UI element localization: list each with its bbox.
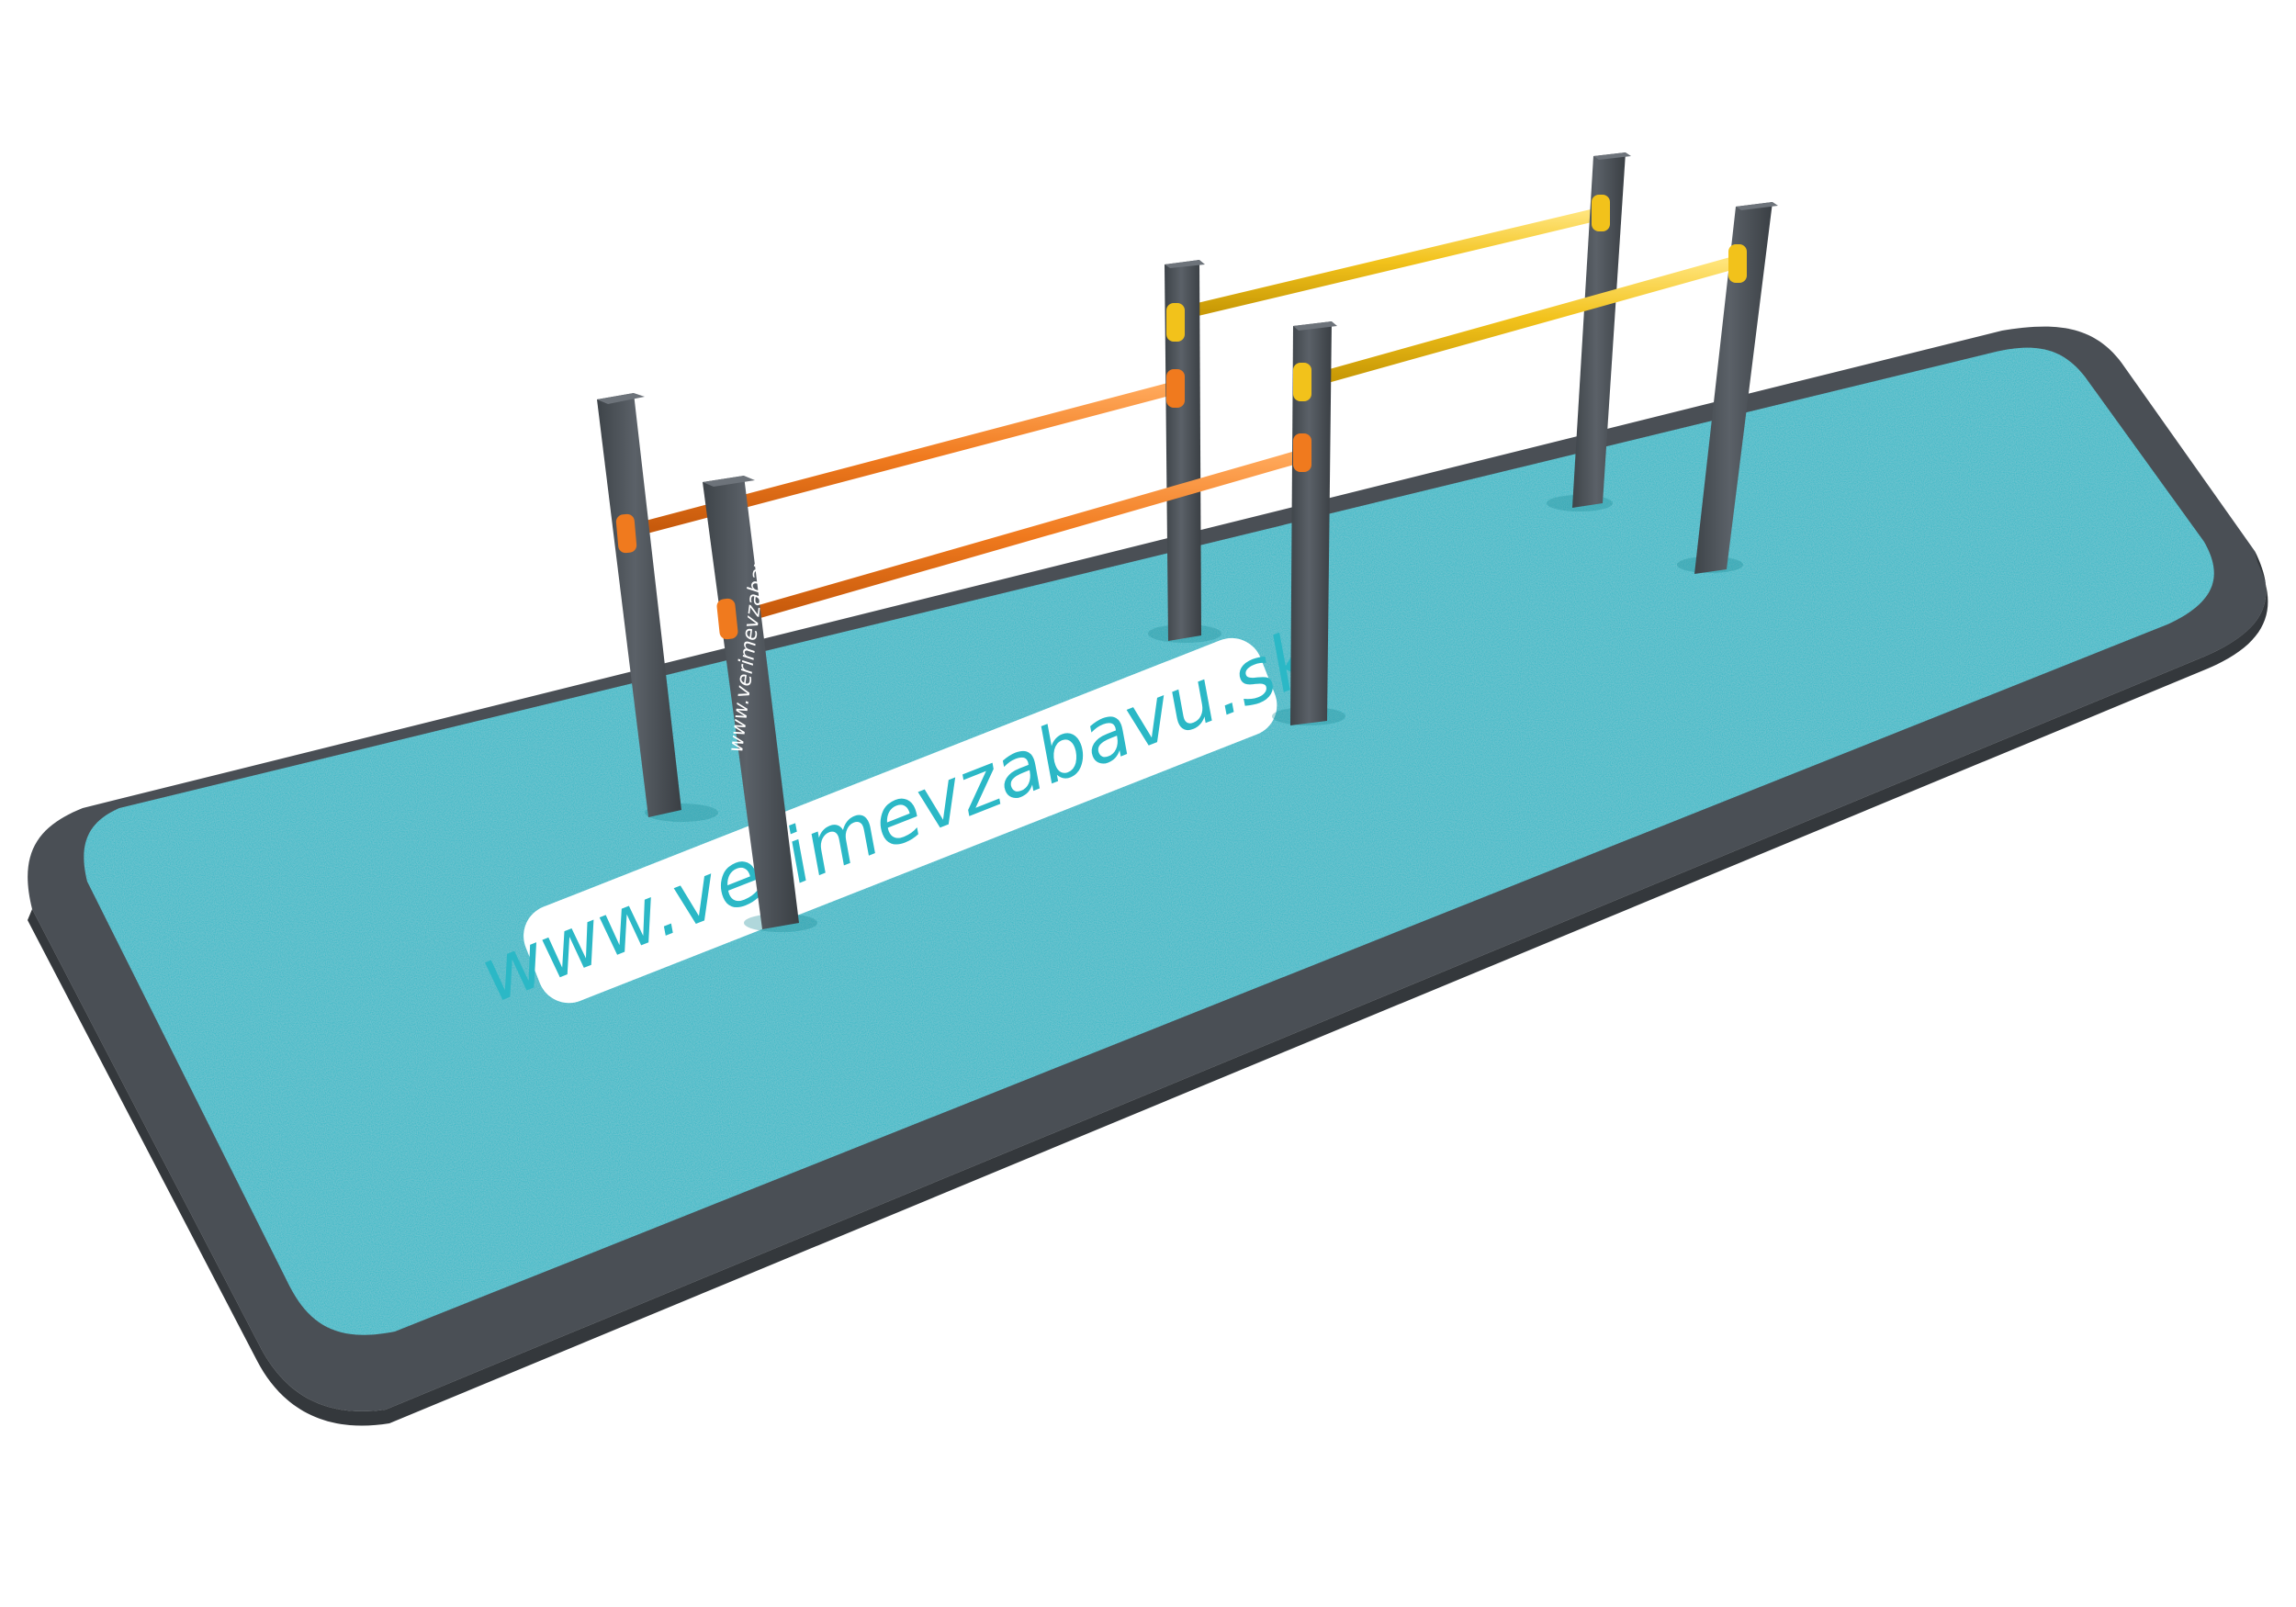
safety-surface <box>28 326 2268 1426</box>
post-rear-right <box>1572 152 1631 508</box>
post-front-mid <box>1290 321 1337 725</box>
post-front-right <box>1694 202 1778 574</box>
rubber-mat <box>84 347 2214 1335</box>
bar-yellow-front <box>1321 255 1744 383</box>
bar-orange-front <box>747 450 1306 620</box>
post-rear-mid <box>1165 260 1205 641</box>
post-front-left: www.verimevzabavu.sk <box>703 476 799 929</box>
surface-border-edge <box>28 551 2268 1426</box>
bar-yellow-rear <box>1187 207 1609 317</box>
post-rear-left <box>597 393 681 817</box>
mat-label-plate <box>523 637 1277 1004</box>
